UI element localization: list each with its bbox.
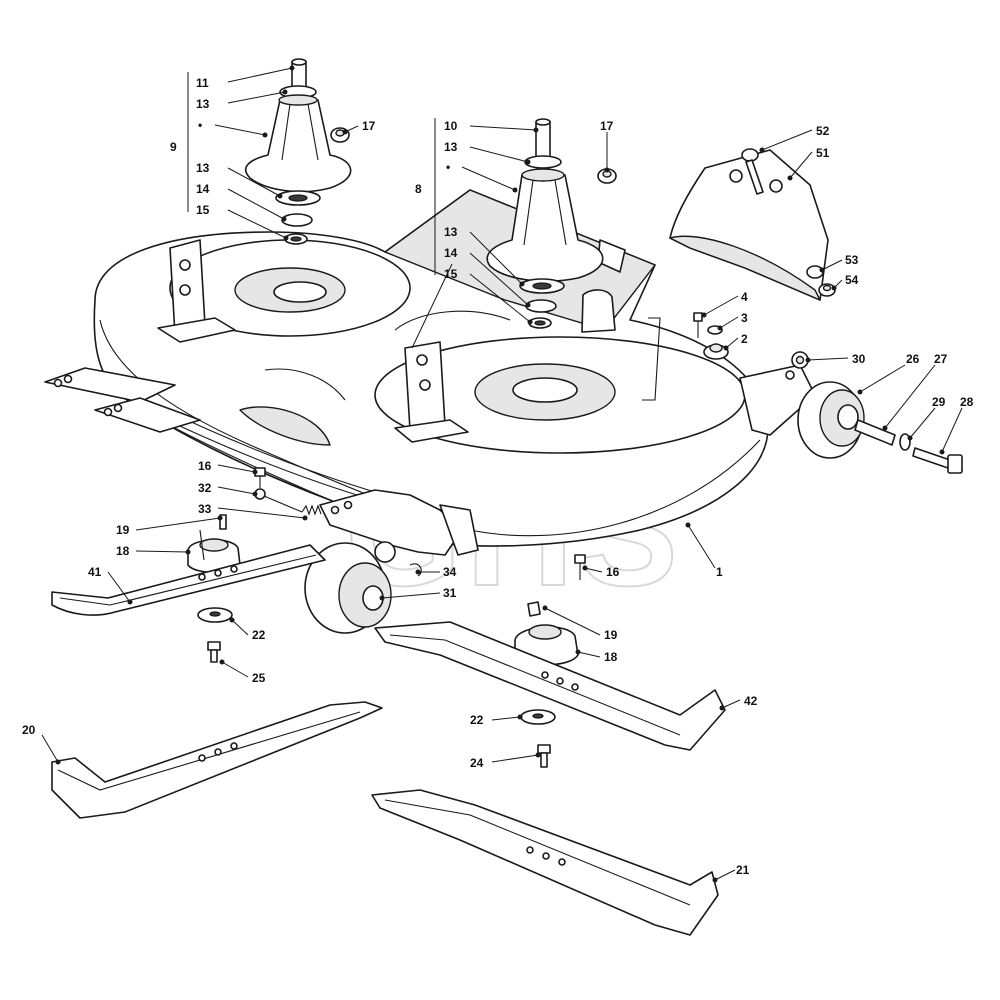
bolt-4 [693,312,703,338]
clip-34 [409,563,422,577]
callout-9: 9 [170,140,177,154]
callout-22: 22 [470,713,484,727]
pin-32 [254,488,303,513]
callout-30: 30 [852,352,866,366]
callout-53: 53 [845,253,859,267]
callout-42: 42 [744,694,758,708]
callout-32: 32 [198,481,212,495]
nut-54 [818,283,836,297]
callout-15: 15 [444,267,458,281]
callout-13: 13 [444,140,458,154]
callout-10: 10 [444,119,458,133]
bolt-24 [537,744,551,768]
spacer-14-right [525,299,557,313]
callout-21: 21 [736,863,750,877]
anti-scalp-wheel-rear [797,381,865,459]
callout-2: 2 [741,332,748,346]
callout-20: 20 [22,723,36,737]
callout-dot: • [446,160,450,174]
blade-21 [371,789,719,936]
callout-52: 52 [816,124,830,138]
callout-1: 1 [716,565,723,579]
callout-8: 8 [415,182,422,196]
callout-26: 26 [906,352,920,366]
blade-hub-left [187,529,241,574]
callout-41: 41 [88,565,102,579]
callout-16: 16 [606,565,620,579]
callout-4: 4 [741,290,748,304]
bolt-16-right [574,554,586,580]
discharge-deflector [669,149,829,301]
blade-20 [51,701,383,819]
nut-2 [703,343,729,360]
callout-14: 14 [196,182,210,196]
callout-33: 33 [198,502,212,516]
callout-29: 29 [932,395,946,409]
front-hanger-left [44,367,201,433]
callout-16: 16 [198,459,212,473]
washer-15-right [528,317,552,329]
callout-24: 24 [470,756,484,770]
bolt-25 [207,641,221,663]
callout-13: 13 [196,97,210,111]
spindle-housing-left [244,94,352,193]
callout-31: 31 [443,586,457,600]
spring-33 [301,504,322,516]
callout-54: 54 [845,273,859,287]
callout-18: 18 [116,544,130,558]
blade-41 [51,544,326,616]
callout-dot: • [198,118,202,132]
callout-28: 28 [960,395,974,409]
callout-25: 25 [252,671,266,685]
callout-27: 27 [934,352,948,366]
bearing-13-right [519,278,565,294]
bearing-13-right-top [524,155,562,169]
anti-scalp-wheel-front [304,542,392,634]
bearing-13-left [275,190,321,206]
callout-13: 13 [444,225,458,239]
callout-labels: 11 13 • 17 9 13 14 15 10 13 • 17 8 13 14… [22,76,974,877]
callout-17: 17 [362,119,376,133]
callout-3: 3 [741,311,748,325]
key-19-left [219,514,227,530]
front-wheel-bracket [319,489,479,563]
callout-22: 22 [252,628,266,642]
nut-30 [791,351,809,369]
washer-22-left [197,607,233,623]
callout-19: 19 [116,523,130,537]
callout-11: 11 [196,76,209,90]
callout-51: 51 [816,146,830,160]
mower-deck-housing [93,189,769,547]
callout-17: 17 [600,119,614,133]
callout-14: 14 [444,246,458,260]
leader-lines [41,65,963,883]
key-19-right [527,601,541,617]
bolt-28 [912,447,963,474]
washer-15-left [284,233,308,245]
callout-19: 19 [604,628,618,642]
callout-13: 13 [196,161,210,175]
callout-15: 15 [196,203,210,217]
bolt-52 [741,148,764,195]
rear-hanger-bracket [739,364,816,436]
callout-34: 34 [443,565,457,579]
spindle-shaft-right [535,118,551,163]
callout-18: 18 [604,650,618,664]
wheel-axle-27 [854,419,896,446]
washer-22-right [520,709,556,725]
blade-42 [374,621,726,751]
spacer-14-left [281,213,313,227]
